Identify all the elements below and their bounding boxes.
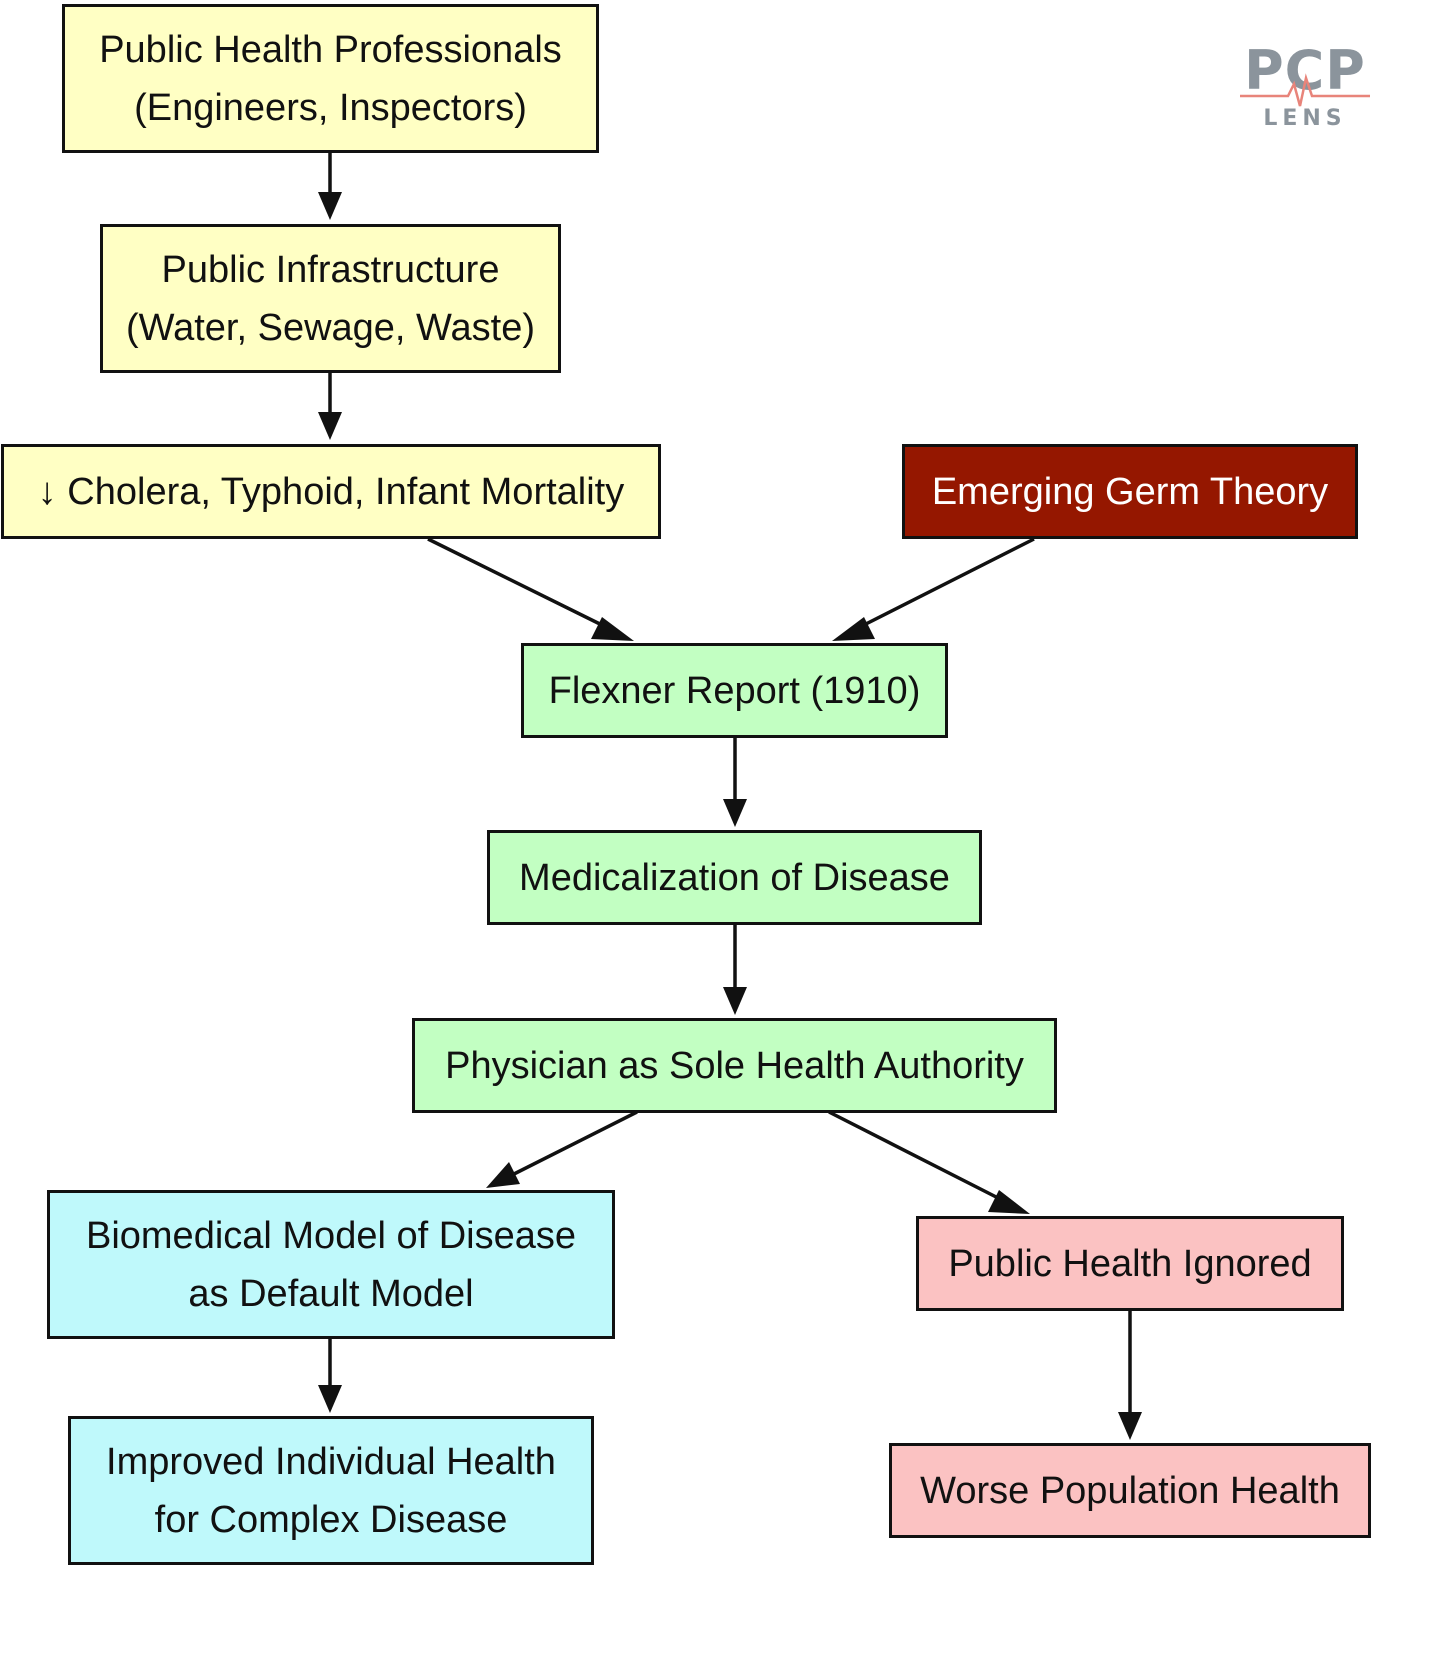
edge-physician-biomedical — [511, 1110, 638, 1177]
node-label-line: Emerging Germ Theory — [931, 470, 1329, 513]
node-label-line: Worse Population Health — [920, 1469, 1340, 1512]
node-medicalization: Medicalization of Disease — [487, 830, 982, 925]
node-label-line: (Water, Sewage, Waste) — [126, 306, 535, 349]
node-label-line: Improved Individual Health — [106, 1440, 556, 1483]
node-mortality-reduction: ↓ Cholera, Typhoid, Infant Mortality — [1, 444, 661, 539]
node-emerging-germ-theory: Emerging Germ Theory — [902, 444, 1358, 539]
arrowhead — [486, 1162, 520, 1188]
node-label-line: Public Health Ignored — [948, 1242, 1312, 1285]
node-label-line: (Engineers, Inspectors) — [134, 86, 527, 129]
node-label-line: for Complex Disease — [154, 1498, 508, 1541]
arrowhead — [318, 412, 342, 440]
node-physician-authority: Physician as Sole Health Authority — [412, 1018, 1057, 1113]
arrowhead — [318, 1385, 342, 1413]
node-biomedical-model: Biomedical Model of Disease as Default M… — [47, 1190, 615, 1339]
arrowhead — [723, 987, 747, 1015]
arrowhead — [723, 799, 747, 827]
edge-germ-flexner — [855, 537, 1035, 631]
arrowhead — [318, 192, 342, 220]
node-worse-population-health: Worse Population Health — [889, 1443, 1371, 1538]
node-label-line: as Default Model — [188, 1272, 474, 1315]
heartbeat-icon — [1240, 73, 1370, 107]
logo-wordmark: PCP — [1244, 39, 1366, 102]
node-improved-individual-health: Improved Individual Health for Complex D… — [68, 1416, 594, 1565]
node-label-line: Biomedical Model of Disease — [85, 1214, 576, 1257]
node-label-line: Public Health Professionals — [99, 28, 562, 71]
edge-physician-ignored — [828, 1110, 1007, 1204]
node-public-infrastructure: Public Infrastructure (Water, Sewage, Wa… — [100, 224, 561, 373]
node-label-line: Flexner Report (1910) — [548, 669, 921, 712]
arrowhead — [1118, 1412, 1142, 1440]
node-label-line: Public Infrastructure — [161, 248, 500, 291]
arrowhead — [591, 617, 634, 641]
node-public-health-ignored: Public Health Ignored — [916, 1216, 1344, 1311]
node-public-health-professionals: Public Health Professionals (Engineers, … — [62, 4, 599, 153]
node-label-line: Physician as Sole Health Authority — [445, 1044, 1024, 1087]
arrowhead — [988, 1190, 1030, 1214]
pcp-lens-logo: PCP LENS — [1240, 40, 1370, 140]
node-flexner-report: Flexner Report (1910) — [521, 643, 948, 738]
arrowhead — [832, 617, 875, 641]
logo-subtitle: LENS — [1263, 106, 1347, 131]
node-label-line: ↓ Cholera, Typhoid, Infant Mortality — [37, 470, 625, 513]
node-label-line: Medicalization of Disease — [519, 856, 950, 899]
edge-mortality-flexner — [427, 537, 611, 631]
